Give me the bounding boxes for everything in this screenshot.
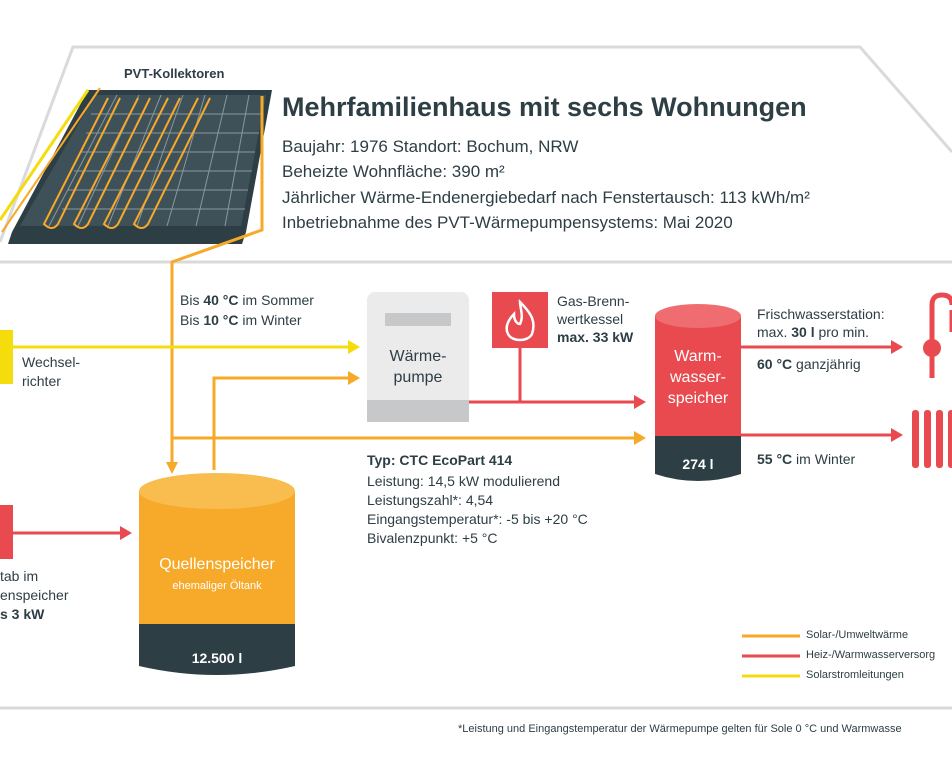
boiler-label-1: Gas-Brenn- (557, 293, 630, 309)
heatpump-label-2: pumpe (393, 369, 443, 386)
legend-heating: Heiz-/Warmwasserversorg (806, 649, 936, 661)
tap-icon (923, 292, 952, 378)
freshwater-temp-post: ganzjährig (792, 356, 861, 372)
spec-cop: Leistungszahl*: 4,54 (367, 492, 494, 508)
spec-bivalence: Bivalenzpunkt: +5 °C (367, 530, 498, 546)
hotwater-label-3: speicher (667, 390, 729, 407)
hotwater-label-2: wasser- (669, 369, 726, 386)
freshwater-flow: max. 30 l pro min. (757, 323, 869, 342)
collector-label: PVT-Kollektoren (124, 66, 225, 81)
source-tank-volume: 12.500 l (191, 650, 243, 666)
source-tank-sub: ehemaliger Öltank (172, 580, 262, 592)
info-line-year: Baujahr: 1976 Standort: Bochum, NRW (282, 137, 578, 157)
boiler-label-2: wertkessel (557, 311, 624, 327)
summer-temp-text: Bis 40 °C im Sommer (180, 291, 314, 310)
hot-water-tank (655, 304, 741, 481)
heatpump-label-1: Wärme- (389, 348, 447, 365)
boiler-power: max. 33 kW (557, 329, 634, 345)
winter-temp-text: Bis 10 °C im Winter (180, 311, 302, 330)
info-demand-value: 113 kWh/m² (714, 188, 810, 207)
flow-value: 30 l (791, 324, 815, 340)
source-tank-label: Quellenspeicher (159, 556, 275, 573)
freshwater-temp-value: 60 °C (757, 356, 793, 372)
spec-input-temp: Eingangstemperatur*: -5 bis +20 °C (367, 511, 588, 527)
heating-rod-label-2: enspeicher (0, 587, 69, 603)
info-commissioning-key: Inbetriebnahme des PVT-Wärmepumpensystem… (282, 213, 659, 232)
hotwater-label-1: Warm- (674, 348, 722, 365)
info-demand-key: Jährlicher Wärme-Endenergiebedarf nach F… (282, 188, 715, 207)
info-line-commissioning: Inbetriebnahme des PVT-Wärmepumpensystem… (282, 213, 733, 233)
info-area-key: Beheizte Wohnfläche: (282, 162, 448, 181)
info-area-value: 390 m² (447, 162, 505, 181)
source-line-heatpump (212, 376, 350, 470)
winter-pre: Bis (180, 312, 204, 328)
inverter-icon (0, 330, 13, 384)
source-tank (139, 473, 295, 675)
house-roof-outline (0, 45, 952, 243)
winter-value: 10 °C (203, 312, 239, 328)
freshwater-label: Frischwasserstation: (757, 306, 885, 322)
info-year-value: 1976 (345, 137, 388, 156)
summer-value: 40 °C (203, 292, 239, 308)
info-line-area: Beheizte Wohnfläche: 390 m² (282, 162, 505, 182)
page-title: Mehrfamilienhaus mit sechs Wohnungen (282, 92, 807, 122)
info-location-key: Standort: (387, 137, 462, 156)
gas-boiler-flame-icon (492, 292, 548, 348)
flow-pre: max. (757, 324, 792, 340)
radiator-icon (912, 410, 952, 468)
summer-pre: Bis (180, 292, 204, 308)
flow-post: pro min. (814, 324, 870, 340)
legend-solar: Solar-/Umweltwärme (806, 629, 909, 641)
info-commissioning-value: Mai 2020 (658, 213, 733, 232)
legend-power: Solarstromleitungen (806, 669, 904, 681)
heating-temp-post: im Winter (792, 451, 856, 467)
heating-temp: 55 °C im Winter (757, 450, 855, 469)
heating-rod-icon (0, 505, 13, 559)
footnote: *Leistung und Eingangstemperatur der Wär… (458, 723, 902, 735)
inverter-label-2: richter (22, 373, 61, 389)
heating-rod-power: s 3 kW (0, 606, 45, 622)
heating-temp-value: 55 °C (757, 451, 793, 467)
summer-post: im Sommer (238, 292, 314, 308)
info-location-value: Bochum, NRW (461, 137, 579, 156)
inverter-label-1: Wechsel- (22, 354, 81, 370)
heat-pump-box (367, 292, 469, 422)
winter-post: im Winter (238, 312, 302, 328)
info-line-demand: Jährlicher Wärme-Endenergiebedarf nach F… (282, 188, 810, 208)
heatpump-type: Typ: CTC EcoPart 414 (367, 452, 513, 468)
freshwater-temp: 60 °C ganzjährig (757, 355, 861, 374)
info-year-key: Baujahr: (282, 137, 346, 156)
spec-power: Leistung: 14,5 kW modulierend (367, 473, 560, 489)
hotwater-volume: 274 l (682, 456, 714, 472)
pvt-collector-icon (0, 87, 272, 244)
heating-rod-label-1: tab im (0, 568, 39, 584)
collector-return-line (170, 96, 264, 465)
